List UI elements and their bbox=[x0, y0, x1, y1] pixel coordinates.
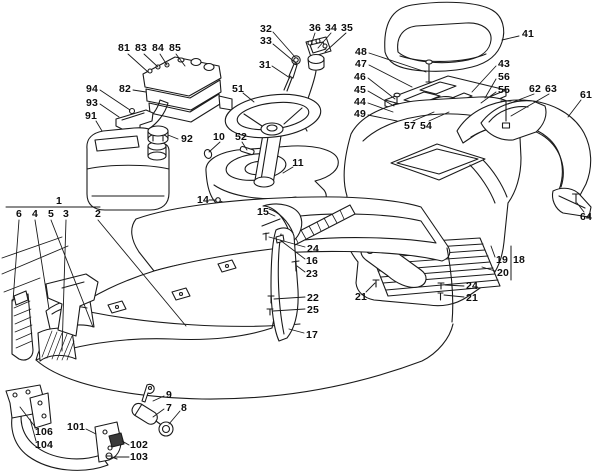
tow-bar-illustration bbox=[5, 384, 125, 471]
air-filter-illustration bbox=[115, 56, 233, 134]
seat-illustration bbox=[384, 1, 505, 72]
console-pillar-illustration bbox=[262, 227, 300, 342]
latch-illustration bbox=[131, 383, 174, 437]
steering-wheel-illustration bbox=[224, 93, 322, 188]
chassis-lines bbox=[1, 236, 69, 293]
grille-illustration bbox=[37, 327, 77, 362]
leader-lines bbox=[12, 31, 585, 458]
headlight-bezel-illustration bbox=[45, 273, 99, 337]
body-screws-illustration bbox=[372, 193, 581, 301]
hood-illustration bbox=[35, 196, 454, 400]
fender-bracket-illustration bbox=[480, 100, 547, 141]
fuel-tank-illustration bbox=[86, 125, 170, 211]
knob-illustration bbox=[108, 432, 125, 448]
side-vent-illustration bbox=[11, 290, 34, 361]
group-lines bbox=[5, 206, 512, 281]
